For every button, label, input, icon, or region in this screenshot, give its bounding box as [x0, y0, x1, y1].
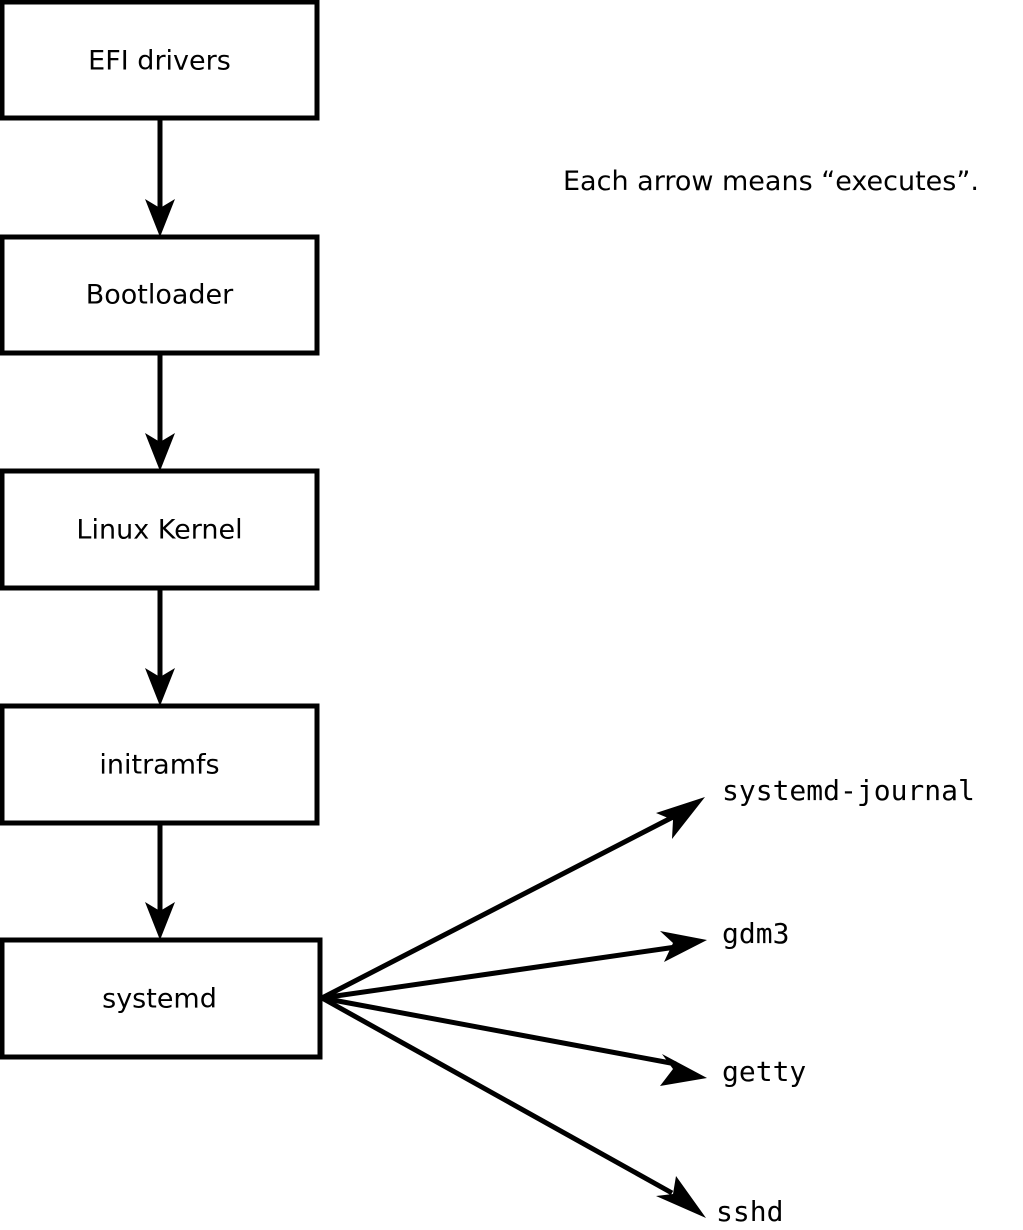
arrow-systemd-to-systemd-journal [320, 797, 705, 1001]
leaf-label-gdm3[interactable]: gdm3 [722, 917, 789, 950]
leaf-label-getty[interactable]: getty [722, 1055, 806, 1088]
arrow-head [145, 902, 175, 940]
leaf-label-systemd-journal[interactable]: systemd-journal [722, 774, 975, 807]
arrow-head [145, 433, 175, 471]
arrow-head [656, 1176, 706, 1218]
arrow-shaft [321, 995, 677, 1067]
box-label: initramfs [99, 750, 219, 781]
arrow-head [660, 1054, 707, 1086]
arrow-shaft [320, 995, 674, 1196]
box-outline [0, 937, 323, 1060]
box-label: systemd [102, 984, 217, 1015]
arrow-shaft [320, 814, 675, 1001]
arrow-head [656, 797, 705, 839]
box-label: Bootloader [86, 280, 234, 311]
process-box-efi-drivers[interactable]: EFI drivers [0, 0, 320, 121]
arrow-initramfs-to-systemd [145, 823, 175, 940]
legend-annotation: Each arrow means “executes”. [563, 166, 979, 197]
box-label: Linux Kernel [76, 515, 242, 546]
arrow-head [660, 931, 707, 962]
box-outline [0, 0, 320, 121]
arrow-linux-kernel-to-initramfs [145, 588, 175, 706]
arrow-efi-drivers-to-bootloader [145, 118, 175, 237]
arrow-systemd-to-getty [321, 995, 707, 1086]
process-box-linux-kernel[interactable]: Linux Kernel [0, 468, 320, 591]
box-outline [0, 234, 320, 356]
leaf-label-sshd[interactable]: sshd [716, 1195, 783, 1228]
process-box-initramfs[interactable]: initramfs [0, 703, 320, 826]
arrow-head [145, 668, 175, 706]
arrow-bootloader-to-linux-kernel [145, 353, 175, 471]
box-outline [0, 703, 320, 826]
arrow-shaft [321, 944, 677, 1001]
arrow-systemd-to-sshd [320, 995, 706, 1218]
process-box-bootloader[interactable]: Bootloader [0, 234, 320, 356]
arrow-head [145, 199, 175, 237]
box-label: EFI drivers [88, 46, 231, 77]
arrow-systemd-to-gdm3 [321, 931, 707, 1001]
process-box-systemd[interactable]: systemd [0, 937, 323, 1060]
